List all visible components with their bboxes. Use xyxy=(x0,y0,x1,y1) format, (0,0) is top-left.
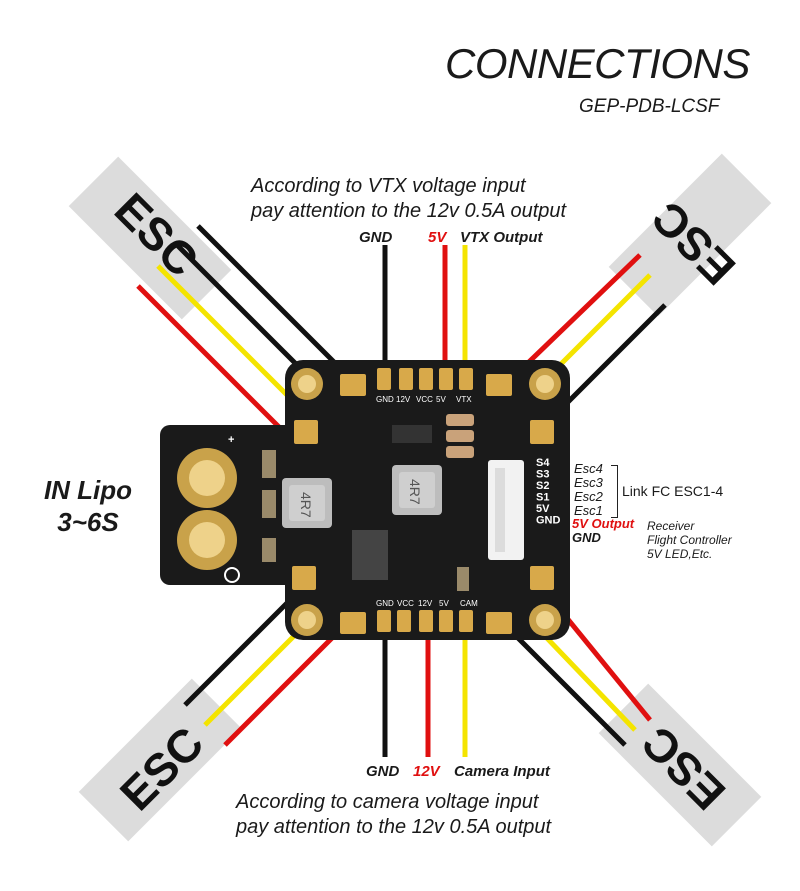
side-pin-0: S4 xyxy=(536,457,550,469)
board-plus-mark: + xyxy=(228,434,234,446)
top-pin-labels-1: 12V xyxy=(396,395,411,404)
top-wire-vtx-label: VTX Output xyxy=(460,229,543,246)
inductor-left: 4R7 xyxy=(282,478,332,528)
bottom-pin-labels-4: CAM xyxy=(460,599,478,608)
top-note-line-1: According to VTX voltage input xyxy=(251,175,526,197)
esc-harness-top-right: ESC xyxy=(503,153,772,432)
inductor-right: 4R7 xyxy=(392,465,442,515)
battery-pad-negative xyxy=(177,510,237,570)
esc-harness-top-left: ESC xyxy=(68,156,348,436)
top-pin-labels-3: 5V xyxy=(436,395,446,404)
top-pin-labels-4: VTX xyxy=(456,395,472,404)
receiver-line-3: 5V LED,Etc. xyxy=(647,547,713,561)
esc-pin-3: Esc3 xyxy=(574,475,603,490)
bottom-note-line-2: pay attention to the 12v 0.5A output xyxy=(236,816,552,838)
battery-pad-positive xyxy=(177,448,237,508)
side-pin-3: S1 xyxy=(536,492,549,504)
bottom-pin-labels-1: VCC xyxy=(397,599,414,608)
side-pin-5: GND xyxy=(536,515,561,527)
side-pin-4: 5V xyxy=(536,503,550,515)
battery-label-line-1: IN Lipo xyxy=(43,475,133,505)
esc-pin-1: Esc1 xyxy=(574,503,603,518)
top-pads xyxy=(294,368,554,444)
gnd-label: GND xyxy=(572,530,601,545)
battery-label-line-2: 3~6S xyxy=(57,507,119,537)
output-5v-label: 5V Output xyxy=(572,516,635,531)
esc-signal-list: Esc4 Esc3 Esc2 Esc1 xyxy=(574,462,603,518)
bottom-pin-labels-2: 12V xyxy=(418,599,433,608)
side-pin-2: S2 xyxy=(536,480,549,492)
svg-text:4R7: 4R7 xyxy=(407,479,423,505)
receiver-line-1: Receiver xyxy=(647,519,695,533)
receiver-line-2: Flight Controller xyxy=(647,533,732,547)
esc-bracket xyxy=(611,465,618,518)
fc-connector xyxy=(488,460,524,560)
bottom-note: According to camera voltage input pay at… xyxy=(236,790,551,840)
top-pin-labels-0: GND xyxy=(376,395,394,404)
model-number: GEP-PDB-LCSF xyxy=(579,96,720,117)
bottom-wire-cam-label: Camera Input xyxy=(454,763,550,780)
top-note: According to VTX voltage input pay atten… xyxy=(251,174,566,224)
bottom-pin-labels-3: 5V xyxy=(439,599,449,608)
side-pin-1: S3 xyxy=(536,469,549,481)
bottom-pin-labels-0: GND xyxy=(376,599,394,608)
esc-pin-4: Esc4 xyxy=(574,461,603,476)
bottom-wires xyxy=(382,625,468,757)
page-title: CONNECTIONS xyxy=(445,40,750,87)
top-pin-labels-2: VCC xyxy=(416,395,433,404)
bottom-pads xyxy=(292,566,554,634)
battery-label: IN Lipo 3~6S xyxy=(28,474,148,538)
bottom-wire-gnd-label: GND xyxy=(366,763,400,780)
receiver-list: Receiver Flight Controller 5V LED,Etc. xyxy=(647,519,732,561)
top-wire-5v-label: 5V xyxy=(428,229,447,246)
bottom-note-line-1: According to camera voltage input xyxy=(236,791,539,813)
top-wires xyxy=(382,245,468,372)
top-note-line-2: pay attention to the 12v 0.5A output xyxy=(251,200,567,222)
esc-pin-2: Esc2 xyxy=(574,489,603,504)
svg-text:4R7: 4R7 xyxy=(298,492,314,518)
bottom-wire-12v-label: 12V xyxy=(413,763,440,780)
top-wire-gnd-label: GND xyxy=(359,229,393,246)
link-fc-label: Link FC ESC1-4 xyxy=(622,483,724,499)
